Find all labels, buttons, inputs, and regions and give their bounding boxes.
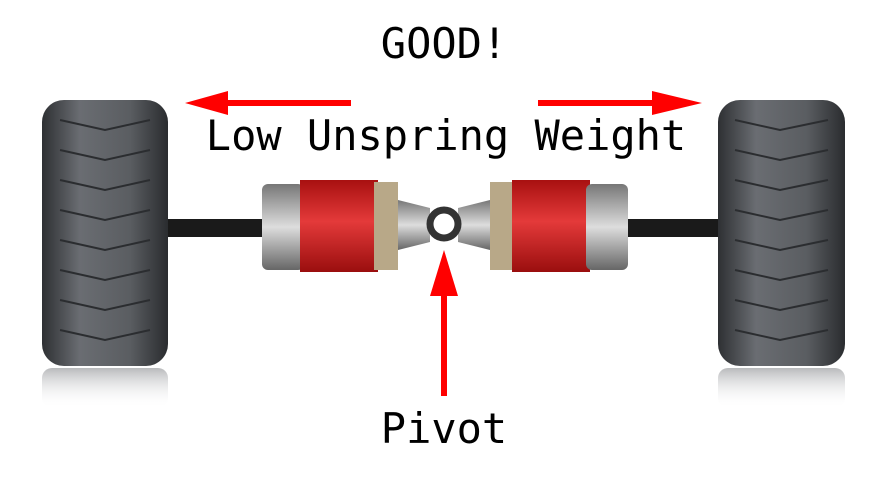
unsprung-weight-label: Low Unspring Weight: [206, 111, 686, 160]
right-motor: [458, 180, 628, 272]
title-label: GOOD!: [381, 19, 507, 68]
pivot-arrow: [430, 250, 458, 396]
pivot-joint: [426, 206, 462, 242]
right-arrow: [538, 91, 702, 115]
pivot-label: Pivot: [381, 404, 507, 453]
right-axle: [625, 219, 721, 237]
left-motor: [262, 180, 430, 272]
left-axle: [165, 219, 265, 237]
left-tire: [42, 100, 168, 408]
left-arrow: [185, 91, 351, 115]
right-tire: [718, 100, 845, 408]
